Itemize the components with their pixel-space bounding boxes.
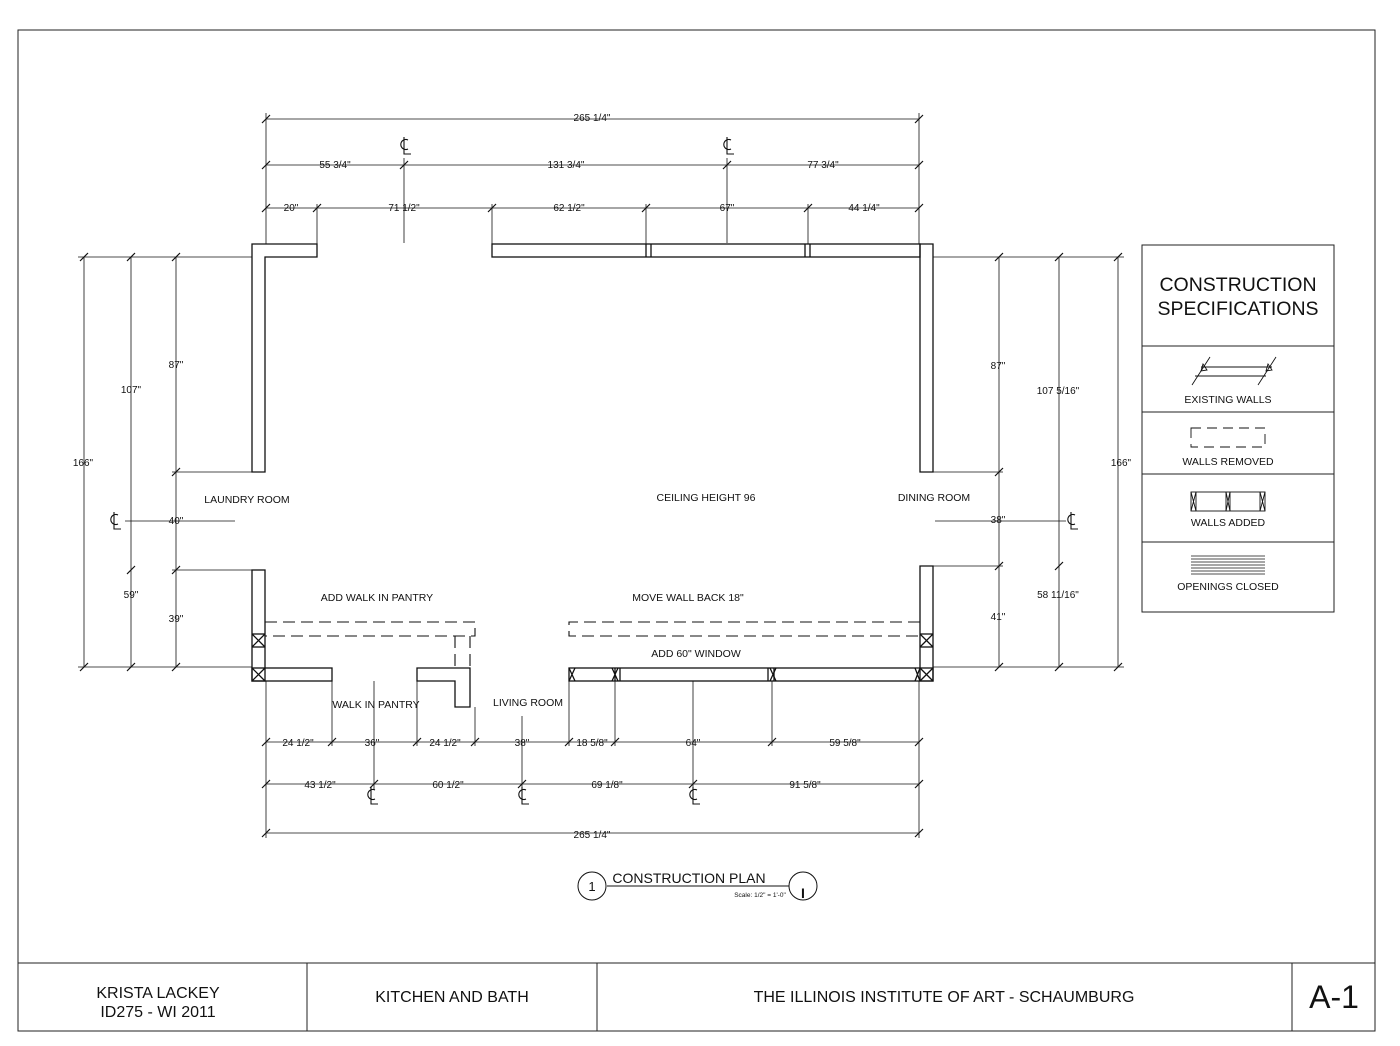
dim-left-outer: 166" (73, 458, 94, 469)
centerline-icon (518, 787, 529, 805)
dim-top-wall-3: 62 1/2" (553, 203, 585, 214)
label-ceiling-height: CEILING HEIGHT 96 (656, 492, 755, 504)
wall-top-right (491, 243, 921, 258)
label-walk-in-pantry: WALK IN PANTRY (332, 699, 419, 711)
openings-closed-icon (1191, 555, 1265, 575)
dim-left-mid-1: 107" (121, 385, 142, 396)
dim-right-mid-2: 58 11/16" (1037, 590, 1079, 601)
label-laundry-room: LAUNDRY ROOM (204, 494, 289, 506)
dim-top-wall-5: 44 1/4" (848, 203, 880, 214)
wall-right-lower (919, 565, 934, 682)
dim-bottom-cl-4: 91 5/8" (789, 780, 821, 791)
label-add-walk-in-pantry: ADD WALK IN PANTRY (321, 592, 433, 604)
dim-bottom-wall-3: 24 1/2" (429, 738, 461, 749)
wall-top-left (251, 243, 318, 473)
wall-bottom-pantry (416, 667, 471, 708)
dimension-ticks (79, 114, 1123, 838)
school-name: THE ILLINOIS INSTITUTE OF ART - SCHAUMBU… (754, 989, 1135, 1006)
walls-removed (265, 621, 920, 668)
dim-top-cl-1: 55 3/4" (319, 160, 351, 171)
plan-title: CONSTRUCTION PLAN (612, 870, 765, 886)
label-living-room: LIVING ROOM (493, 697, 563, 709)
dim-right-outer: 166" (1111, 458, 1132, 469)
dim-bottom-wall-4: 38" (515, 738, 530, 749)
spec-title-line1: CONSTRUCTION (1159, 274, 1316, 296)
dim-bottom-cl-2: 60 1/2" (432, 780, 464, 791)
dim-right-mid-1: 107 5/16" (1037, 386, 1080, 397)
dim-bottom-wall-1: 24 1/2" (282, 738, 314, 749)
dim-bottom-wall-5: 18 5/8" (576, 738, 608, 749)
dim-left-inner-2: 40" (169, 516, 184, 527)
walls (251, 243, 934, 708)
spec-title-line2: SPECIFICATIONS (1157, 298, 1318, 320)
centerline-icon (367, 787, 378, 805)
wall-bottom-left (251, 667, 333, 682)
spec-walls-removed: WALLS REMOVED (1182, 456, 1274, 468)
wall-bottom-right (568, 667, 934, 682)
dimension-lines (78, 113, 1124, 838)
project-name: KITCHEN AND BATH (375, 989, 529, 1006)
dim-top-wall-4: 67" (720, 203, 735, 214)
dim-right-inner-1: 87" (991, 361, 1006, 372)
walls-added-icon (1190, 491, 1266, 512)
dim-bottom-cl-3: 69 1/8" (591, 780, 623, 791)
dim-right-inner-2: 38" (991, 515, 1006, 526)
dim-bottom-wall-2: 36" (365, 738, 380, 749)
title-block: KRISTA LACKEY ID275 - WI 2011 KITCHEN AN… (96, 979, 1359, 1021)
dimension-text: 265 1/4" 55 3/4" 131 3/4" 77 3/4" 20" 71… (73, 113, 1132, 841)
dim-bottom-total: 265 1/4" (574, 830, 611, 841)
detail-number: 1 (588, 879, 595, 894)
dim-bottom-wall-7: 59 5/8" (829, 738, 861, 749)
wall-left-lower (251, 569, 266, 682)
sheet-border (17, 29, 1376, 1032)
walls-removed-icon (1190, 427, 1266, 448)
designer-name: KRISTA LACKEY (96, 985, 220, 1002)
dim-top-total: 265 1/4" (574, 113, 611, 124)
sheet-number: A-1 (1309, 979, 1359, 1015)
dim-top-wall-2: 71 1/2" (388, 203, 420, 214)
sheet-ref: I (801, 885, 805, 901)
dim-bottom-wall-6: 64" (686, 738, 701, 749)
centerline-icon (689, 787, 700, 805)
room-labels: LAUNDRY ROOM CEILING HEIGHT 96 DINING RO… (204, 492, 970, 711)
dim-top-wall-1: 20" (284, 203, 299, 214)
existing-walls-icon (1191, 356, 1277, 386)
dim-left-inner-1: 87" (169, 360, 184, 371)
spec-legend: CONSTRUCTION SPECIFICATIONS EXISTING WAL… (1141, 244, 1335, 613)
centerline-icon (723, 137, 734, 155)
dim-top-cl-3: 77 3/4" (807, 160, 839, 171)
centerline-icon (110, 512, 121, 530)
plan-title-block: 1 CONSTRUCTION PLAN Scale: 1/2" = 1'-0" … (577, 870, 818, 901)
spec-walls-added: WALLS ADDED (1191, 517, 1266, 529)
centerline-icon (400, 137, 411, 155)
spec-existing-walls: EXISTING WALLS (1184, 394, 1271, 406)
dim-bottom-cl-1: 43 1/2" (304, 780, 336, 791)
centerline-markers (110, 137, 1078, 805)
dim-left-inner-3: 39" (169, 614, 184, 625)
dim-right-inner-3: 41" (991, 612, 1006, 623)
course-code: ID275 - WI 2011 (100, 1004, 215, 1021)
spec-openings-closed: OPENINGS CLOSED (1177, 581, 1279, 593)
dim-left-mid-2: 59" (124, 590, 139, 601)
dim-top-cl-2: 131 3/4" (548, 160, 585, 171)
wall-right-upper (919, 243, 934, 473)
label-dining-room: DINING ROOM (898, 492, 970, 504)
centerline-icon (1067, 512, 1078, 530)
plan-scale: Scale: 1/2" = 1'-0" (734, 892, 786, 899)
label-move-wall-back: MOVE WALL BACK 18" (632, 592, 744, 604)
label-add-window: ADD 60" WINDOW (651, 648, 741, 660)
